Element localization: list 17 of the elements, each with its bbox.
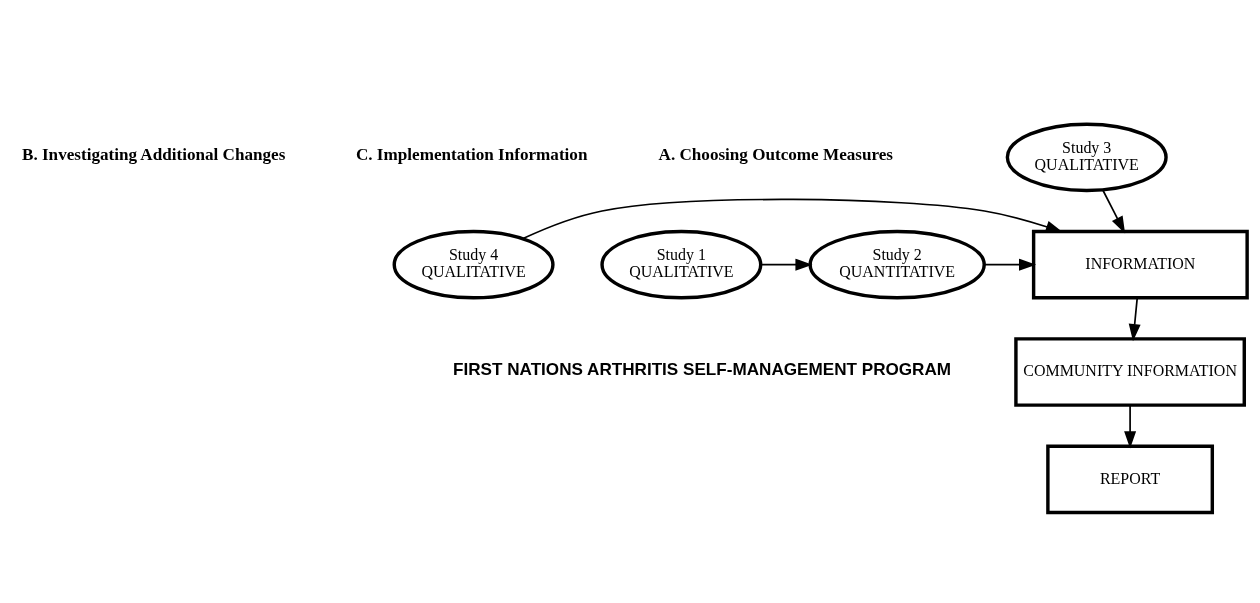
node-ellipse: Study 3 QUALITATIVE [1005,122,1168,193]
label: C. Implementation Information [355,145,588,165]
label: A. Choosing Outcome Measures [658,145,893,165]
arrow [983,258,1037,271]
arrow [522,198,1063,240]
label: FIRST NATIONS ARTHRITIS SELF-MANAGEMENT PROGRAM [453,359,952,379]
arrow [1101,189,1126,234]
node-ellipse: Study 1 QUALITATIVE [600,229,763,300]
arrow [760,258,813,271]
arrow [1128,297,1141,342]
label: B. Investigating Additional Changes [22,145,286,165]
node-ellipse: Study 2 QUANTITATIVE [808,229,986,300]
node-box: COMMUNITY INFORMATION [1014,337,1246,407]
node-box: REPORT [1046,444,1215,515]
node-ellipse: Study 4 QUALITATIVE [392,229,555,300]
arrow [1124,404,1137,449]
node-box: INFORMATION [1031,229,1249,300]
